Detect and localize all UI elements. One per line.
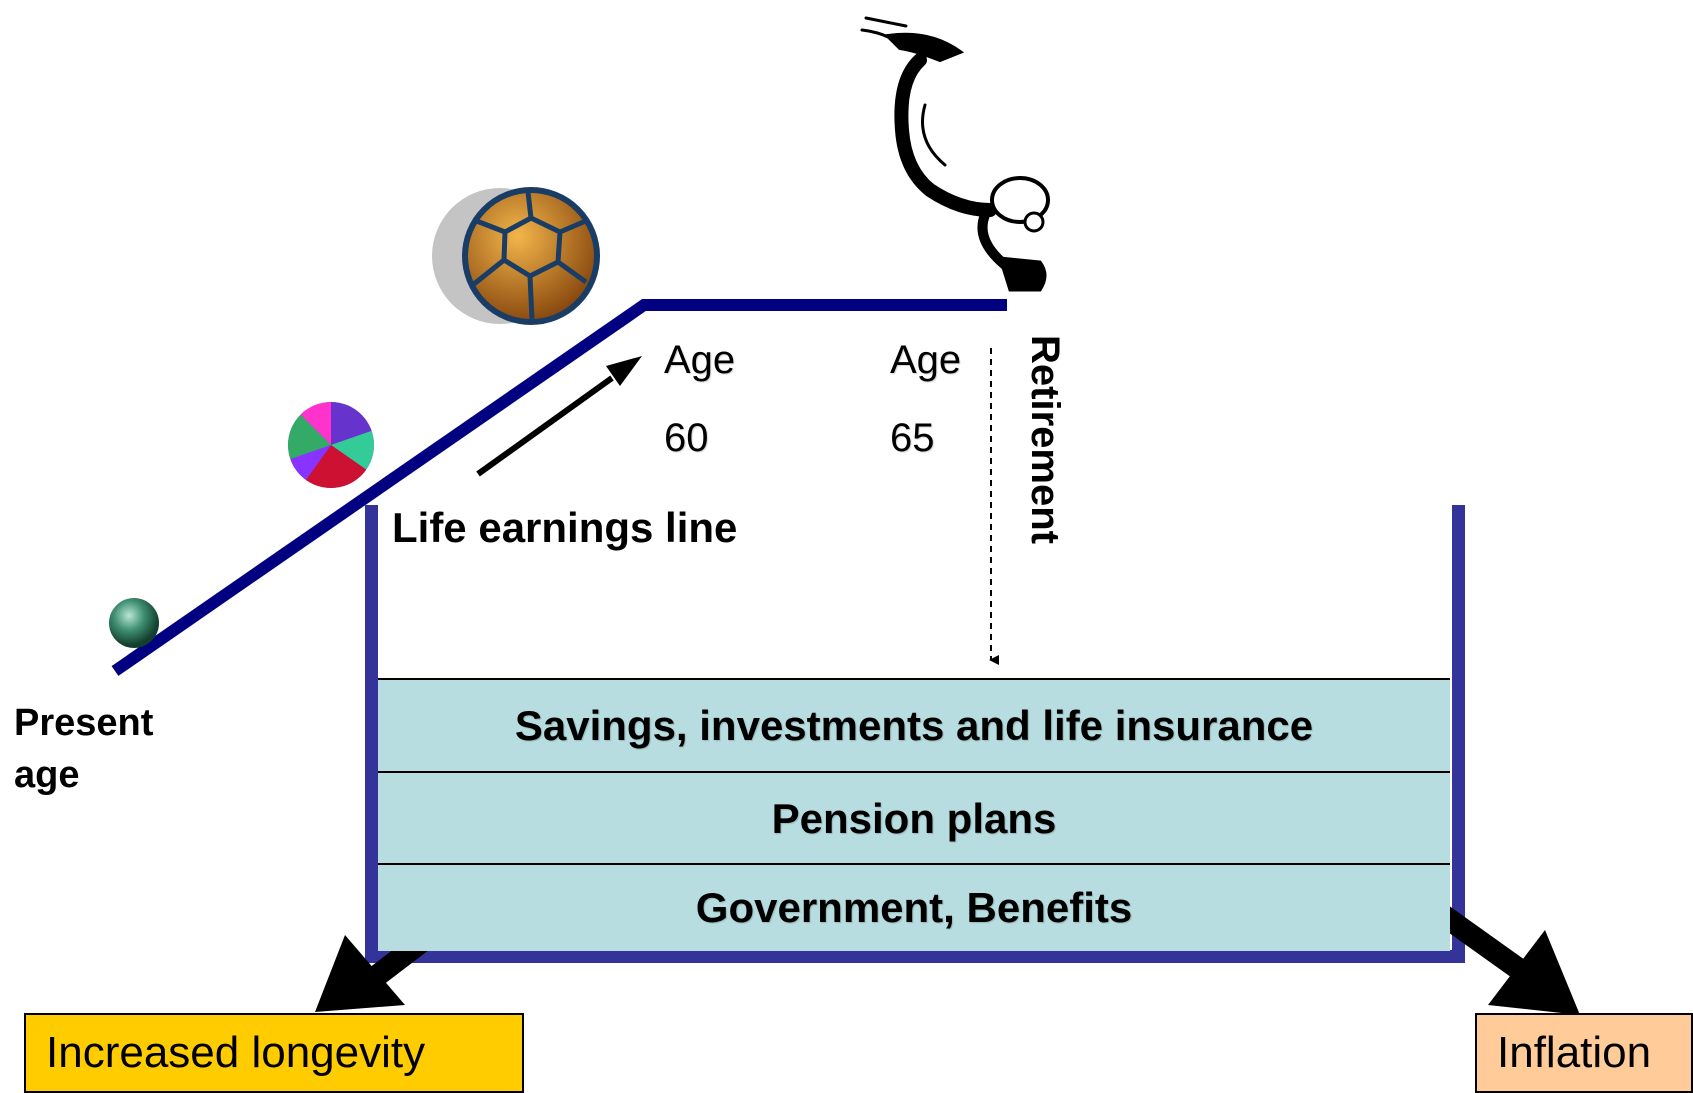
layer-savings: Savings, investments and life insurance bbox=[378, 678, 1450, 772]
box-inflation: Inflation bbox=[1475, 1013, 1693, 1093]
layer-pension: Pension plans bbox=[378, 771, 1450, 864]
age-60-value: 60 bbox=[664, 416, 709, 460]
age-60-word: Age bbox=[664, 338, 736, 382]
pension-container bbox=[365, 505, 1465, 963]
beach-ball-icon bbox=[288, 402, 374, 488]
life-earnings-line bbox=[111, 299, 1007, 676]
layer-government: Government, Benefits bbox=[378, 863, 1450, 951]
earnings-direction-arrow bbox=[476, 356, 642, 477]
retirement-label: Retirement bbox=[1023, 335, 1067, 544]
age-65-word: Age bbox=[890, 338, 962, 382]
present-age-label-line2: age bbox=[14, 754, 80, 796]
soccer-ball-icon bbox=[432, 187, 600, 325]
life-earnings-label: Life earnings line bbox=[392, 504, 738, 551]
present-age-label-line1: Present bbox=[14, 702, 154, 744]
small-ball-icon bbox=[109, 598, 159, 648]
kicking-figure-icon bbox=[860, 16, 1050, 292]
age-65-value: 65 bbox=[890, 416, 935, 460]
box-increased-longevity: Increased longevity bbox=[24, 1013, 524, 1093]
